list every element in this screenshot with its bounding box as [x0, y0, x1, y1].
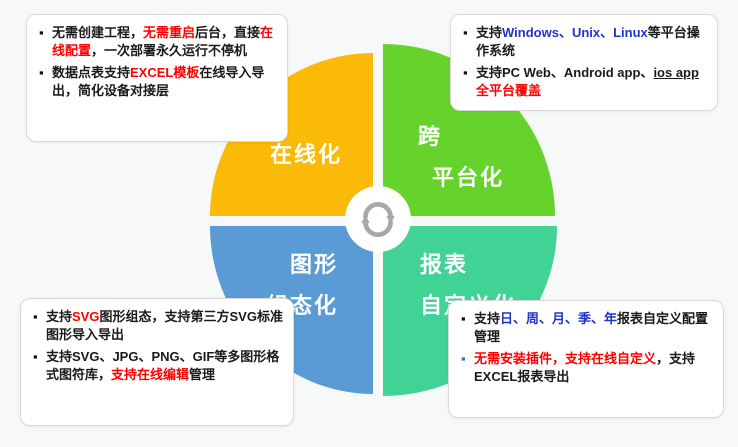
text-segment: 图形组态，支持第三方SVG标准图形导入导出 — [46, 309, 283, 343]
bullet-item: 支持SVG、JPG、PNG、GIF等多图形格式图符库，支持在线编辑管理 — [33, 348, 283, 385]
bullet-item: 支持Windows、Unix、Linux等平台操作系统 — [463, 24, 707, 61]
text-segment: 管理 — [189, 367, 216, 383]
text-segment: EXCEL模板 — [130, 64, 200, 80]
label-line: 报表 — [420, 252, 469, 277]
bullet-item: 支持日、周、月、季、年报表自定义配置管理 — [461, 310, 713, 347]
text-segment: 支持在线编辑 — [111, 367, 190, 383]
callout-graphic-config: 支持SVG图形组态，支持第三方SVG标准图形导入导出支持SVG、JPG、PNG、… — [20, 298, 294, 426]
cycle-arrows-icon — [361, 202, 395, 238]
text-segment: ，支持EXCEL报表导出 — [474, 350, 696, 385]
label-line: 跨 — [418, 124, 443, 149]
bullet-item: 无需安装插件，支持在线自定义，支持EXCEL报表导出 — [461, 350, 713, 387]
text-segment: 报表自定义配置管理 — [474, 311, 709, 345]
text-segment: 支持 — [46, 309, 73, 324]
bullet-item: 无需创建工程，无需重启后台，直接在线配置，一次部署永久运行不停机 — [39, 24, 277, 61]
text-segment: 在线配置 — [52, 25, 274, 59]
label-line: 图形 — [289, 252, 338, 277]
bullet-list: 支持日、周、月、季、年报表自定义配置管理无需安装插件，支持在线自定义，支持EXC… — [461, 310, 713, 387]
text-segment: 支持 — [476, 25, 503, 40]
bullet-item: 支持SVG图形组态，支持第三方SVG标准图形导入导出 — [33, 308, 283, 345]
label-line: 平台化 — [432, 165, 505, 190]
text-segment: ios app — [653, 64, 699, 80]
text-segment: SVG — [72, 309, 100, 324]
text-segment: 无需安装插件， — [474, 350, 566, 366]
quadrant-online-label: 在线化 — [270, 142, 343, 167]
text-segment: 等平台操作系统 — [476, 25, 700, 59]
bullet-list: 支持Windows、Unix、Linux等平台操作系统支持PC Web、Andr… — [463, 24, 707, 101]
text-segment: 支持 — [474, 311, 501, 326]
callout-cross-platform: 支持Windows、Unix、Linux等平台操作系统支持PC Web、Andr… — [450, 14, 718, 111]
center-cycle-badge — [345, 186, 411, 252]
text-segment: 日、周、月、季、年 — [500, 311, 618, 326]
text-segment: 支持SVG、JPG、PNG、GIF等多图形格式图符库， — [46, 348, 280, 383]
text-segment: 无需重启 — [143, 25, 196, 40]
callout-online: 无需创建工程，无需重启后台，直接在线配置，一次部署永久运行不停机数据点表支持EX… — [26, 14, 288, 142]
quadrant-cross-platform-label: 跨 平台化 — [418, 116, 504, 198]
text-segment: 支持PC Web、Android app、 — [476, 64, 654, 80]
bullet-item: 支持PC Web、Android app、ios app 全平台覆盖 — [463, 64, 707, 101]
callout-report-custom: 支持日、周、月、季、年报表自定义配置管理无需安装插件，支持在线自定义，支持EXC… — [448, 300, 724, 418]
text-segment: ，一次部署永久运行不停机 — [91, 43, 248, 59]
text-segment: 支持在线自定义 — [565, 350, 657, 366]
text-segment: 无需创建工程， — [52, 25, 144, 40]
bullet-list: 无需创建工程，无需重启后台，直接在线配置，一次部署永久运行不停机数据点表支持EX… — [39, 24, 277, 101]
text-segment: 数据点表支持 — [52, 64, 131, 80]
text-segment: 在线导入导出，简化设备对接层 — [52, 64, 265, 99]
text-segment: Windows、Unix、Linux — [502, 25, 648, 40]
text-segment: 全平台覆盖 — [476, 83, 542, 99]
bullet-item: 数据点表支持EXCEL模板在线导入导出，简化设备对接层 — [39, 64, 277, 101]
bullet-list: 支持SVG图形组态，支持第三方SVG标准图形导入导出支持SVG、JPG、PNG、… — [33, 308, 283, 385]
text-segment: 后台，直接 — [195, 25, 261, 40]
